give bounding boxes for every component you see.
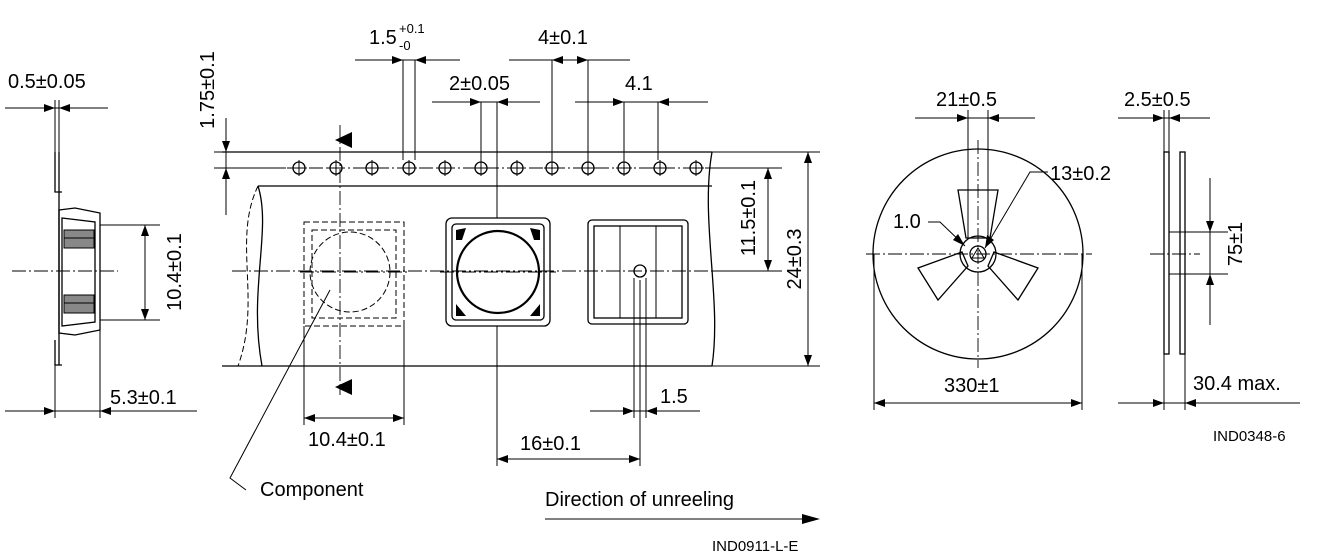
- dim-sprocket-hole-tol-plus: +0.1: [399, 21, 425, 36]
- dim-hub-diameter: 75±1: [1225, 222, 1247, 266]
- dim-flange-thickness: 0.5±0.05: [8, 71, 86, 93]
- pocket-with-component: [440, 217, 556, 327]
- dim-hole-to-center: 11.5±0.1: [738, 180, 760, 256]
- reel-side-view: [1118, 110, 1300, 410]
- dim-pocket-width-top: 10.4±0.1: [308, 429, 386, 451]
- reel-front-view: [866, 110, 1092, 410]
- dim-sprocket-hole-tol-minus: -0: [399, 38, 411, 53]
- dim-pocket-pitch: 16±0.1: [520, 433, 581, 455]
- dim-pocket-hole-dia: 1.5: [660, 386, 688, 408]
- top-view-dimensions: [214, 56, 820, 524]
- dim-reel-max-width: 30.4 max.: [1193, 373, 1281, 395]
- dim-hole-to-pocket: 2±0.05: [449, 73, 510, 95]
- dim-arbor-hole: 13±0.2: [1050, 163, 1111, 185]
- dim-sprocket-hole-dia: 1.5: [369, 27, 397, 49]
- dim-hole-pitch: 4±0.1: [538, 27, 588, 49]
- dim-pocket-depth: 5.3±0.1: [110, 387, 177, 409]
- dim-hub-width: 21±0.5: [936, 89, 997, 111]
- dim-pocket-width-side: 10.4±0.1: [164, 233, 186, 311]
- drawing-code-reel: IND0348-6: [1213, 428, 1286, 445]
- dim-hub-key: 1.0: [893, 211, 921, 233]
- pocket-empty: [587, 219, 689, 325]
- dim-reel-diameter: 330±1: [944, 375, 999, 397]
- direction-label: Direction of unreeling: [545, 489, 734, 511]
- component-label: Component: [260, 479, 364, 501]
- pocket-dashed: [300, 221, 408, 327]
- dim-pocket-hole-pitch: 4.1: [625, 73, 653, 95]
- dim-edge-to-hole: 1.75±0.1: [197, 51, 219, 129]
- dim-tape-width: 24±0.3: [784, 228, 806, 289]
- dim-flange-width: 2.5±0.5: [1124, 89, 1191, 111]
- sprocket-holes: [291, 160, 704, 176]
- tape-side-view: [5, 100, 197, 418]
- drawing-code-tape: IND0911-L-E: [712, 538, 798, 555]
